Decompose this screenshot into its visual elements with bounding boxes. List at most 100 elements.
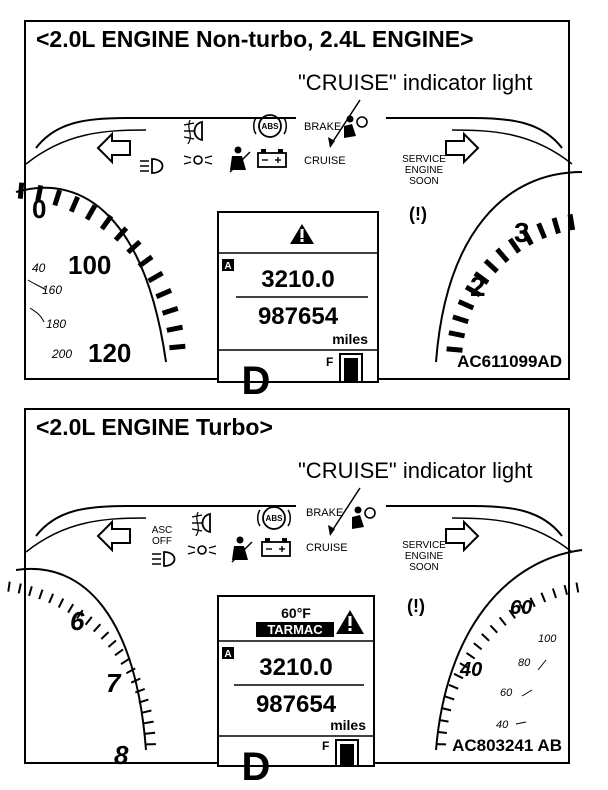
- gauge-tick: [529, 597, 536, 608]
- callout-leader-line: [329, 99, 361, 147]
- right-turn-arrow-icon: [445, 519, 480, 553]
- distance-unit: miles: [332, 331, 368, 347]
- seatbelt-icon: [231, 536, 253, 563]
- tachometer-ticks: [7, 581, 156, 746]
- trip-value: 987654: [258, 303, 339, 330]
- gauge-tick: [521, 229, 534, 246]
- gauge-tick: [113, 226, 129, 242]
- gauge-tick: [453, 672, 464, 680]
- gauge-tick: [446, 346, 463, 353]
- fuel-full-label: F: [326, 355, 333, 369]
- figure-code: AC803241 AB: [452, 736, 562, 755]
- gauge-tick: [444, 695, 455, 701]
- gauge-tick: [498, 616, 507, 626]
- brake-label: BRAKE: [304, 121, 341, 133]
- gauge-tick: [120, 657, 130, 665]
- asc-off-label-line1: ASC: [152, 525, 173, 536]
- service-engine-soon-line2: ENGINE: [405, 165, 444, 176]
- gauge-tick: [137, 254, 154, 269]
- gauge-tick: [28, 586, 33, 597]
- gauge-tick: [145, 731, 156, 735]
- speed-small-number: 60: [500, 687, 513, 699]
- distance-unit: miles: [330, 717, 366, 733]
- gauge-tick: [540, 592, 547, 603]
- gauge-tick: [465, 652, 476, 660]
- gauge-tick: [38, 589, 44, 600]
- gauge-tick: [448, 683, 459, 690]
- instrument-cluster-drawing: ABS BRAKE CRUISE SERVICE ENGINE SOON (!)…: [15, 99, 583, 403]
- tarmac-badge: [256, 622, 334, 637]
- gauge-tick: [138, 698, 149, 704]
- gauge-tick: [438, 718, 449, 723]
- gauge-tick: [155, 288, 173, 299]
- gauge-tick: [99, 214, 114, 231]
- gauge-tick: [100, 631, 110, 640]
- asc-off-label-line2: OFF: [152, 536, 172, 547]
- battery-icon: [261, 538, 291, 557]
- gauge-tick: [551, 588, 557, 599]
- diagram-panel-non-turbo: <2.0L ENGINE Non-turbo, 2.4L ENGINE> "CR…: [15, 20, 583, 403]
- gauge-tick: [436, 730, 448, 734]
- gauge-tick: [507, 237, 522, 254]
- gauge-tick: [130, 677, 141, 684]
- rpm-number: 2: [470, 271, 486, 302]
- callout-arrowhead: [328, 137, 335, 148]
- cluster-outline-right: [386, 505, 563, 537]
- odometer-value: 3210.0: [259, 654, 332, 681]
- tpms-warning-icon: (!): [409, 204, 427, 224]
- headlight-icon: [152, 551, 176, 567]
- battery-icon: [257, 149, 287, 168]
- panel-title: <2.0L ENGINE Non-turbo, 2.4L ENGINE>: [36, 26, 474, 52]
- gauge-tick: [84, 204, 98, 221]
- cluster-outline-right: [386, 117, 563, 149]
- gauge-tick: [495, 247, 510, 263]
- panel-title: <2.0L ENGINE Turbo>: [36, 414, 273, 440]
- speed-number: 60: [510, 597, 532, 619]
- callout-arrowhead: [328, 525, 335, 536]
- outside-temperature: 60°F: [281, 605, 311, 621]
- gauge-tick: [7, 581, 11, 592]
- gauge-tick: [114, 648, 124, 657]
- position-light-icon: [187, 545, 217, 555]
- speed-small-number: 180: [46, 317, 66, 331]
- service-engine-soon-line1: SERVICE: [402, 540, 446, 551]
- gauge-tick: [161, 306, 179, 316]
- gauge-tick: [141, 709, 152, 714]
- airbag-warning-icon: [344, 115, 368, 138]
- figure-code: AC611099AD: [457, 352, 562, 371]
- gauge-tick: [52, 189, 62, 207]
- cruise-indicator-label: CRUISE: [304, 155, 346, 167]
- diagram-panel-turbo: <2.0L ENGINE Turbo> "CRUISE" indicator l…: [7, 408, 583, 789]
- speed-number: 0: [32, 194, 46, 224]
- cruise-callout-label: "CRUISE" indicator light: [298, 70, 533, 95]
- fog-light-icon: [191, 511, 211, 537]
- cruise-indicator-label: CRUISE: [306, 542, 348, 554]
- gauge-tick: [473, 271, 490, 285]
- gauge-tick: [464, 284, 482, 298]
- gauge-tick: [459, 662, 470, 670]
- odometer-mode-badge: [222, 259, 234, 271]
- trip-value: 987654: [256, 691, 337, 718]
- odometer-value: 3210.0: [261, 266, 334, 293]
- gauge-tick: [551, 217, 561, 235]
- gauge-tick: [125, 667, 136, 675]
- gauge-tick: [489, 624, 498, 634]
- seatbelt-icon: [229, 146, 251, 173]
- position-light-icon: [183, 155, 213, 165]
- odometer-mode-badge: [222, 647, 234, 659]
- abs-warning-icon: ABS: [253, 114, 287, 138]
- gear-position-indicator: D: [242, 745, 271, 789]
- speed-small-number: 100: [538, 633, 557, 645]
- gauge-tick: [457, 299, 475, 311]
- speed-small-number: 160: [42, 283, 62, 297]
- rpm-number: 6: [70, 606, 85, 636]
- gauge-tick: [134, 687, 146, 694]
- gauge-tick: [57, 598, 65, 608]
- brake-label: BRAKE: [306, 507, 343, 519]
- speed-small-number: 40: [32, 261, 46, 275]
- speedometer-ticks: [436, 582, 580, 746]
- gauge-tick: [452, 314, 469, 325]
- speedometer-ticks: [17, 182, 186, 351]
- tarmac-label: TARMAC: [267, 622, 323, 637]
- rpm-number: 7: [106, 668, 122, 698]
